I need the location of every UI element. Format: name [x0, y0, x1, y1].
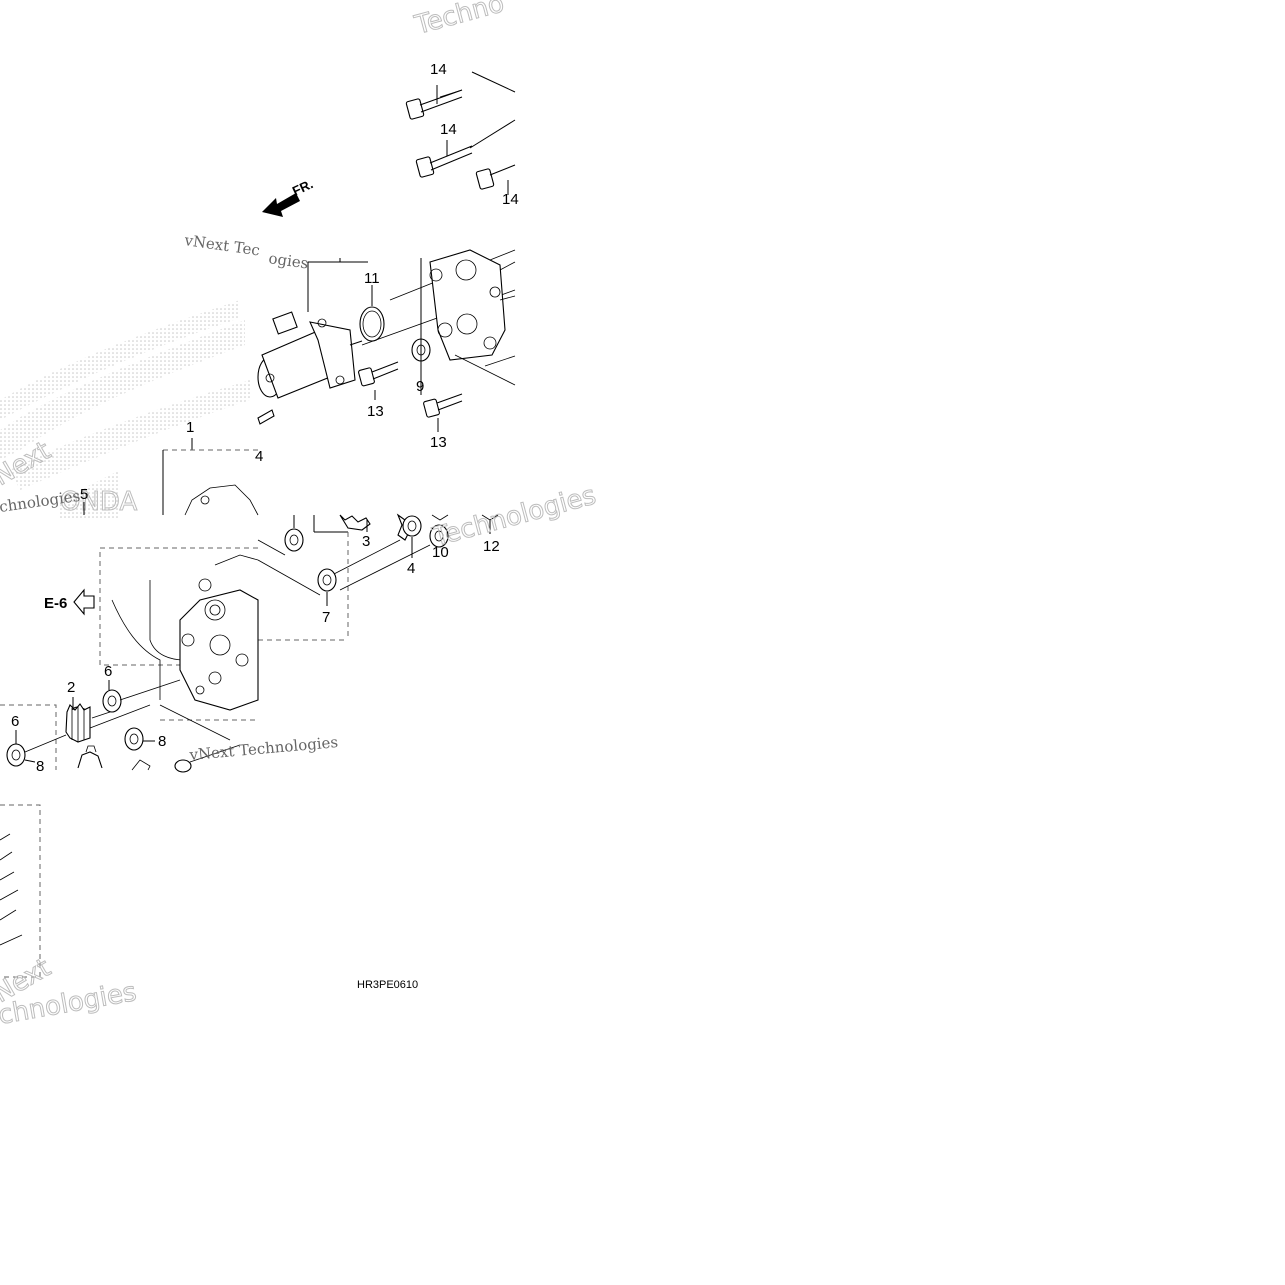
motor-assembly: [257, 249, 516, 432]
callout-8b: 8: [36, 758, 44, 775]
callout-13b: 13: [430, 434, 447, 451]
callout-1: 1: [186, 419, 194, 436]
callout-14b: 14: [440, 121, 457, 138]
callout-7: 7: [322, 609, 330, 626]
gear-2: [65, 703, 91, 743]
callout-10: 10: [432, 544, 449, 561]
callout-8a: 8: [158, 733, 166, 750]
watermark-ogies: ogies: [267, 249, 309, 272]
callout-6b: 6: [11, 713, 19, 730]
watermark-technologies: Technologies: [429, 481, 599, 553]
lower-inset-box: [0, 804, 41, 978]
section-arrow-icon: [73, 588, 95, 616]
callout-2: 2: [67, 679, 75, 696]
callout-4: 4: [407, 560, 415, 577]
callout-13a: 13: [367, 403, 384, 420]
callout-14c: 14: [502, 191, 519, 208]
watermark-techno: Techno: [411, 0, 507, 41]
drawing-code: HR3PE0610: [357, 979, 418, 991]
wing-lettering: ONDA: [60, 487, 137, 517]
callout-12: 12: [483, 538, 500, 555]
front-arrow-icon: [262, 193, 300, 217]
assembly-1-bracket: [162, 438, 259, 516]
callout-11: 11: [364, 270, 380, 287]
section-ref: E-6: [44, 595, 67, 612]
watermark-vnext-tec: vNext Tec: [182, 231, 261, 260]
callout-14a: 14: [430, 61, 447, 78]
callout-5: 5: [80, 486, 88, 503]
callout-3: 3: [362, 533, 370, 550]
callout-4-top: 4: [255, 448, 263, 465]
front-marker: FR.: [290, 176, 315, 198]
gear-group-middle: [257, 513, 499, 641]
bolt-group-14: [405, 71, 516, 195]
callout-6a: 6: [104, 663, 112, 680]
watermark-vnext-technologies: vNext Technologies: [188, 733, 339, 764]
gear-group-lower: [0, 547, 259, 773]
wing-logo-watermark: ONDA: [0, 300, 250, 520]
callout-9: 9: [416, 378, 424, 395]
